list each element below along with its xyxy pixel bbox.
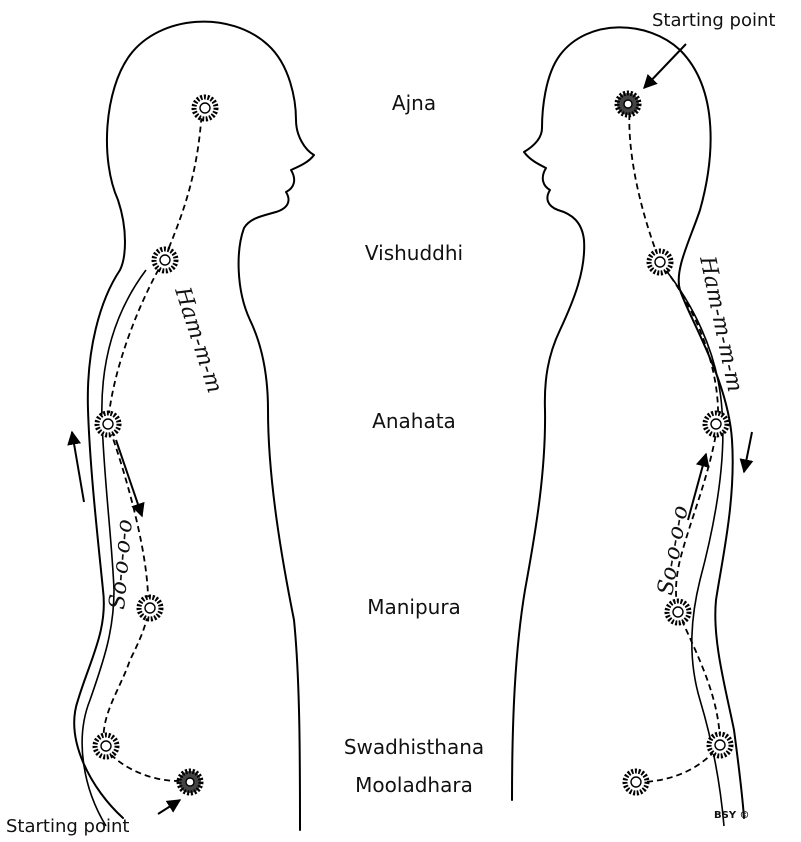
left-chakra-vishuddhi <box>154 249 176 271</box>
left-ascend-arrow <box>72 432 84 502</box>
left-start-arrow <box>158 800 180 814</box>
right-energy-path <box>629 104 720 782</box>
chakra-labels: Ajna Vishuddhi Anahata Manipura Swadhist… <box>344 91 484 797</box>
left-chakra-swadhisthana <box>95 735 117 757</box>
right-ascend-mantra: So-o-o-o <box>653 504 693 597</box>
chakra-label-swadhisthana: Swadhisthana <box>344 735 484 759</box>
right-chakra-ajna <box>617 93 639 115</box>
left-chakra-anahata <box>97 413 119 435</box>
right-starting-point-label: Starting point <box>652 10 775 31</box>
chakra-label-vishuddhi: Vishuddhi <box>365 241 463 265</box>
copyright-credit: BSY © <box>714 810 750 821</box>
right-figure: Ham-m-m-m So-o-o-o Starting point BSY © <box>512 10 775 826</box>
chakra-label-mooladhara: Mooladhara <box>355 773 473 797</box>
left-descend-arrow <box>116 440 142 516</box>
right-chakra-anahata <box>705 413 727 435</box>
right-descend-mantra: Ham-m-m-m <box>694 253 747 394</box>
right-chakra-manipura <box>667 601 689 623</box>
right-descend-arrow <box>744 432 752 472</box>
left-chakra-mooladhara <box>179 771 201 793</box>
chakra-label-manipura: Manipura <box>367 595 461 619</box>
left-descend-mantra: Ham-m-m <box>169 283 227 396</box>
right-chakra-vishuddhi <box>649 251 671 273</box>
chakra-label-anahata: Anahata <box>372 409 456 433</box>
right-start-arrow <box>644 44 686 88</box>
right-chakra-mooladhara <box>625 771 647 793</box>
left-starting-point-label: Starting point <box>6 816 129 837</box>
left-chakra-ajna <box>194 97 216 119</box>
right-chakra-swadhisthana <box>709 734 731 756</box>
left-chakra-manipura <box>139 597 161 619</box>
chakra-label-ajna: Ajna <box>392 91 436 115</box>
left-figure: Ham-m-m So-o-o-o Starting point <box>6 22 314 837</box>
